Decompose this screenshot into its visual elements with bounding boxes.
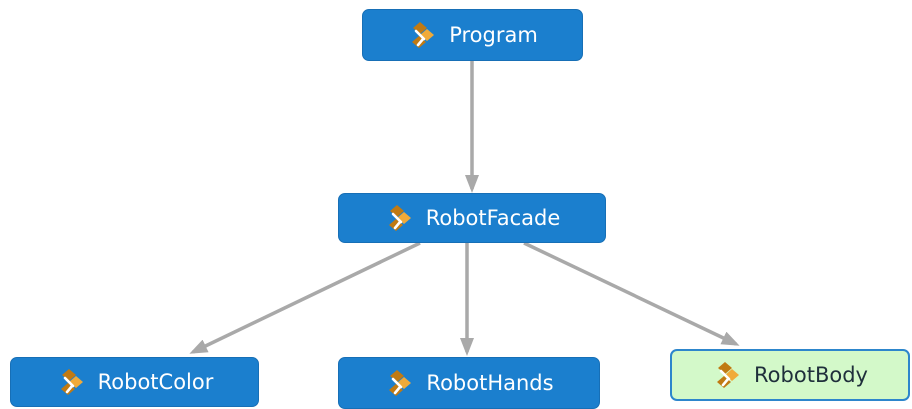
class-icon [384,204,416,232]
node-label-robotcolor: RobotColor [97,369,214,394]
class-icon [56,368,88,396]
node-label-robothands: RobotHands [426,370,554,395]
node-label-program: Program [449,22,538,47]
class-icon [384,369,416,397]
node-robotbody[interactable]: RobotBody [670,349,910,401]
node-robotfacade[interactable]: RobotFacade [338,193,606,243]
node-robothands[interactable]: RobotHands [338,357,600,409]
node-label-robotfacade: RobotFacade [425,205,561,230]
edge-robotfacade-to-robotbody [523,241,740,346]
node-robotcolor[interactable]: RobotColor [10,357,259,407]
edge-robotfacade-to-robotcolor [189,241,421,354]
node-label-robotbody: RobotBody [754,362,868,387]
class-icon [407,21,439,49]
class-icon [712,361,744,389]
node-program[interactable]: Program [362,9,583,61]
